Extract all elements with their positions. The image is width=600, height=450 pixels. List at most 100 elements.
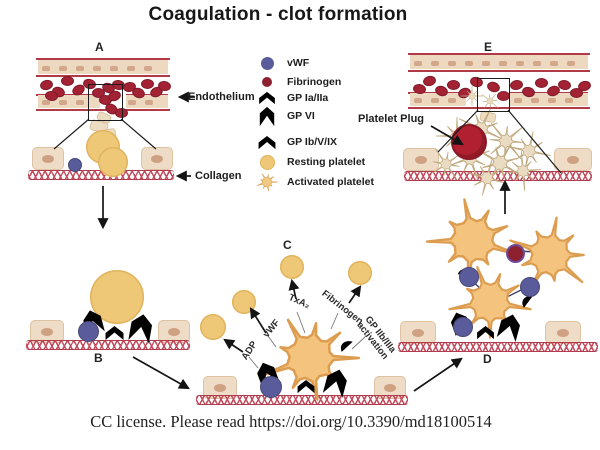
activated-platelet-icon [477,143,523,183]
endothelial-cell [400,321,436,344]
endothelial-nucleus [414,98,422,103]
red-blood-cell-icon [534,78,548,88]
vessel-line [36,94,100,96]
legend-item-fibrinogen: Fibrinogen [256,71,341,93]
license-caption: CC license. Please read https://doi.org/… [90,412,492,431]
endothelial-nucleus [482,61,490,66]
endothelium-label: Endothelium [188,91,255,103]
vwf-icon [260,376,282,398]
endothelial-nucleus [550,61,558,66]
vwf-icon [520,277,540,297]
endothelial-nucleus [144,66,152,71]
vwf-icon [68,158,82,172]
activated-platelet-icon [256,171,278,193]
endothelial-cell [141,147,173,170]
collagen-strip [398,342,598,352]
resting-platelet-icon [232,290,256,314]
gp-ia-iia-chevron-icon [296,379,316,394]
endothelial-cell [32,147,64,170]
gp-ia-iia-chevron-icon [104,325,125,341]
resting-platelet-icon [256,151,278,173]
endothelial-nucleus [414,61,422,66]
endothelial-nucleus [533,61,541,66]
endothelial-nucleus [110,66,118,71]
endothelial-nucleus [448,98,456,103]
activated-platelet-icon [460,85,484,107]
activated-platelet-icon [432,148,461,180]
endothelial-nucleus [431,98,439,103]
endothelial-cell [554,148,592,171]
red-blood-cell-icon [91,88,105,98]
legend-item-gp-vi: GP VI [256,105,315,127]
endothelial-cell [545,321,581,344]
vwf-icon [459,267,479,287]
panel-e-label: E [484,40,493,54]
gp2b3a-receptor-icon [337,337,357,355]
endothelial-nucleus [76,100,84,105]
resting-platelet-icon [348,261,372,285]
gp-ib-v-ix-chevron-icon [256,131,278,153]
vessel-line [408,70,590,72]
vessel-line [36,58,170,60]
fibrinogen-icon [505,243,525,263]
legend-item-activated-platelet: Activated platelet [256,171,374,193]
gp-vi-chevron-icon [126,311,157,345]
panel-d-label: D [483,352,492,366]
endothelial-nucleus [431,61,439,66]
endothelial-cell [374,376,406,399]
endothelial-nucleus [59,66,67,71]
endothelial-nucleus [567,61,575,66]
endothelial-nucleus [514,98,522,103]
gp-ia-iia-chevron-icon [476,325,495,340]
endothelial-nucleus [548,98,556,103]
vessel-line [126,94,168,96]
activated-platelet-icon [466,159,508,196]
resting-platelet-icon [200,314,226,340]
vessel-line [36,109,170,111]
gp-vi-chevron-icon [256,105,278,127]
red-blood-cell-icon [60,76,74,86]
endothelial-cell [403,148,439,171]
vwf-icon [453,317,473,337]
endothelial-nucleus [76,66,84,71]
endothelial-nucleus [145,100,153,105]
activated-platelet-icon [481,93,499,109]
legend-item-resting-platelet: Resting platelet [256,151,365,173]
zoom-inset-box [477,78,510,112]
endothelium-band [38,60,168,74]
collagen-strip [196,395,408,405]
vessel-line [408,53,590,55]
endothelial-nucleus [531,98,539,103]
activated-platelet-icon [509,216,585,288]
endothelial-nucleus [59,100,67,105]
red-blood-cell-icon [569,88,583,98]
endothelial-cell [158,320,190,343]
page-title: Coagulation - clot formation [148,4,408,25]
activated-platelet-icon [425,198,519,281]
legend-item-gp-ia-iia: GP Ia/IIa [256,87,328,109]
vwf-icon [256,52,278,74]
vessel-line [408,107,590,109]
platelet-plug-label: Platelet Plug [358,113,425,125]
plug-red-blood-cell-icon [451,124,487,160]
collagen-label: Collagen [195,170,242,182]
endothelial-nucleus [127,66,135,71]
vessel-line [36,75,170,77]
endothelial-nucleus [128,100,136,105]
endothelial-nucleus [448,61,456,66]
red-blood-cell-icon [114,108,128,118]
legend-item-gp-ib-v-ix: GP Ib/V/IX [256,131,337,153]
panel-b-label: B [94,351,103,365]
collagen-strip [26,340,190,350]
panel-a-label: A [95,40,104,54]
resting-platelet-icon [280,255,304,279]
panel-c-label: C [283,238,292,252]
endothelial-nucleus [516,61,524,66]
fibrinogen-icon [256,71,278,93]
vwf-icon [77,320,99,342]
zoom-inset-box [88,84,123,121]
endothelial-nucleus [465,61,473,66]
endothelial-nucleus [93,66,101,71]
resting-platelet-icon [98,147,128,177]
